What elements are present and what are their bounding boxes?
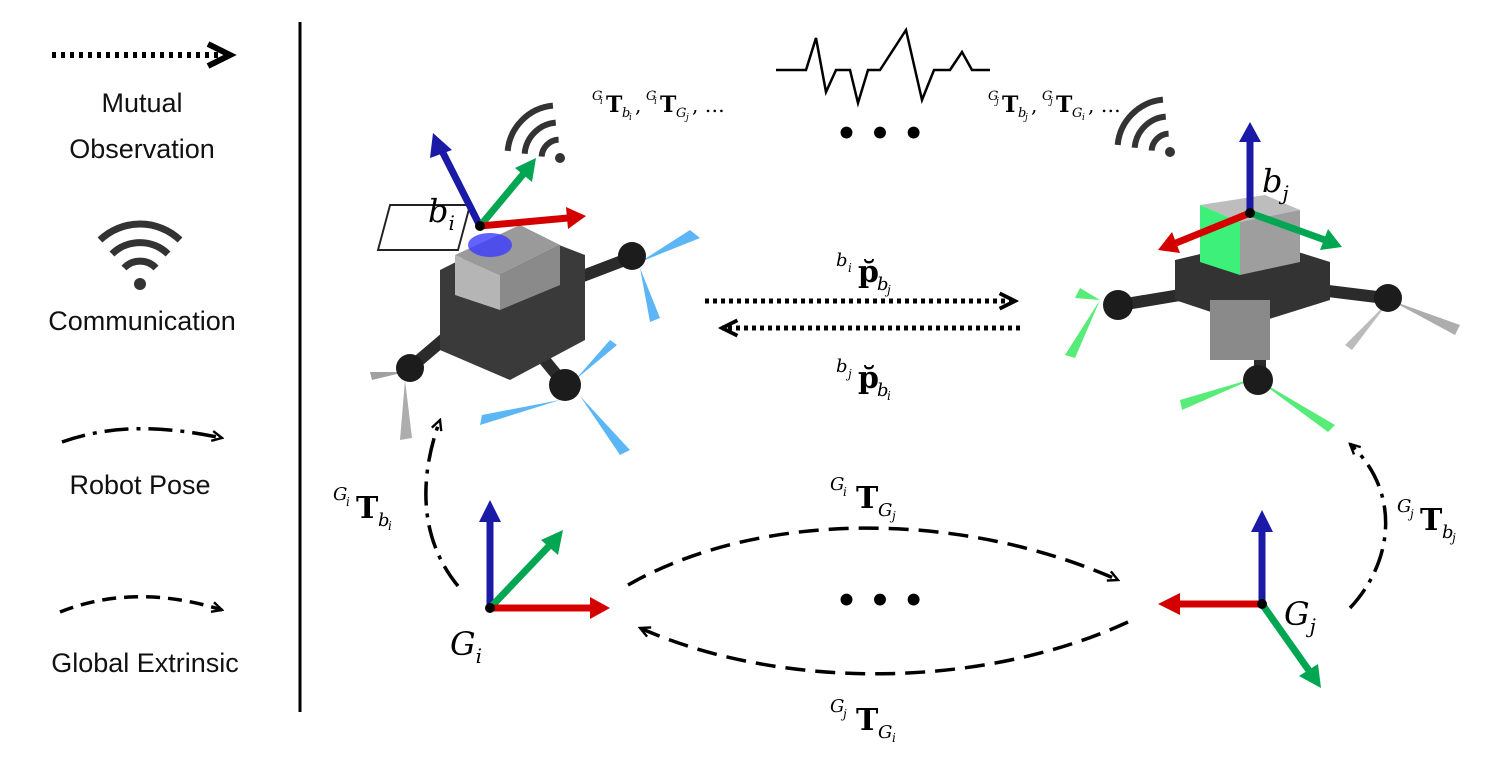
svg-text:T: T	[1056, 92, 1073, 118]
svg-text:j: j	[884, 283, 891, 297]
svg-text:j: j	[845, 367, 852, 381]
svg-text:, …: , …	[692, 93, 725, 117]
wifi-icon-robot-j	[1114, 96, 1175, 157]
svg-text:j: j	[1048, 97, 1053, 107]
svg-text:b: b	[836, 356, 848, 377]
svg-text:T: T	[660, 92, 677, 118]
extrinsic-formula-ji: G j T G i	[830, 696, 896, 745]
svg-text:i: i	[346, 495, 350, 509]
svg-text:, …: , …	[1088, 93, 1121, 117]
svg-text:T: T	[856, 703, 879, 738]
svg-text:b: b	[1018, 106, 1026, 121]
svg-text:b: b	[622, 106, 630, 121]
svg-text:b: b	[836, 250, 848, 271]
frame-b-j: bj	[1158, 122, 1342, 253]
obs-formula-ji: b j p̆ b i	[836, 356, 891, 403]
drone-i	[370, 204, 700, 455]
comm-formula-j: G j T b j , G j T G i , …	[988, 89, 1121, 123]
svg-text:G: G	[676, 106, 686, 121]
pose-formula-i: G i T b i	[333, 484, 392, 533]
legend-label-robot-pose: Robot Pose	[69, 470, 210, 500]
svg-text:G: G	[1042, 89, 1052, 104]
svg-text:i: i	[848, 261, 852, 275]
svg-text:b: b	[877, 380, 889, 401]
svg-text:T: T	[356, 491, 379, 526]
frame-g-i: Gi	[450, 500, 610, 668]
legend: Mutual Observation Communication Robot P…	[48, 41, 239, 678]
svg-text:j: j	[889, 509, 896, 523]
pose-arrow-j	[1350, 444, 1388, 610]
ellipsis-bottom: • • •	[836, 581, 925, 621]
svg-text:G: G	[592, 89, 602, 104]
frame-label-b-j: bj	[1262, 162, 1289, 205]
wifi-icon-robot-i	[504, 102, 565, 163]
extrinsic-formula-ij: G i T G j	[830, 474, 896, 523]
frame-label-b-i: bi	[428, 192, 455, 235]
frame-label-g-i: Gi	[450, 625, 482, 668]
frame-b-i: bi	[428, 133, 586, 235]
svg-text:G: G	[646, 89, 656, 104]
svg-text:p̆: p̆	[858, 255, 879, 290]
legend-label-global-extrinsic: Global Extrinsic	[51, 648, 239, 678]
extrinsic-arrow-i-to-j	[627, 526, 1118, 587]
svg-text:i: i	[600, 97, 603, 107]
obs-formula-ij: b i p̆ b j	[836, 250, 891, 297]
svg-text:i: i	[892, 731, 896, 745]
svg-text:T: T	[606, 92, 623, 118]
svg-text:G: G	[878, 722, 892, 743]
svg-text:,: ,	[1031, 93, 1037, 117]
svg-text:T: T	[1002, 92, 1019, 118]
svg-text:j: j	[1407, 507, 1414, 521]
svg-text:,: ,	[635, 93, 641, 117]
svg-text:G: G	[333, 484, 347, 505]
legend-label-communication: Communication	[48, 306, 236, 336]
frame-label-g-j: Gj	[1284, 595, 1316, 638]
pose-formula-j: G j T b j	[1397, 496, 1456, 545]
svg-text:j: j	[684, 113, 689, 123]
signal-waveform-icon	[776, 26, 990, 108]
arrowhead-icon	[206, 41, 237, 69]
svg-text:i: i	[388, 519, 392, 533]
svg-text:p̆: p̆	[858, 361, 879, 396]
svg-text:G: G	[830, 474, 844, 495]
dash-dot-arrow-symbol	[61, 426, 222, 444]
svg-text:T: T	[1420, 503, 1443, 538]
drone-j	[1065, 195, 1460, 432]
svg-text:G: G	[878, 500, 892, 521]
svg-text:G: G	[1072, 106, 1082, 121]
extrinsic-arrow-j-to-i	[640, 620, 1129, 676]
svg-text:b: b	[877, 274, 889, 295]
svg-text:j: j	[840, 707, 847, 721]
svg-text:i: i	[843, 485, 847, 499]
svg-text:i: i	[1082, 113, 1085, 123]
frame-g-j: Gj	[1158, 510, 1321, 688]
svg-text:i: i	[629, 113, 632, 123]
svg-text:G: G	[988, 89, 998, 104]
ellipsis-top: • • •	[836, 114, 925, 154]
robot-pose-legend: Robot Pose	[61, 426, 222, 500]
mutual-observation-legend: Mutual Observation	[52, 41, 237, 164]
svg-text:G: G	[1397, 496, 1411, 517]
wifi-icon	[97, 220, 183, 290]
svg-text:j: j	[1449, 531, 1456, 545]
legend-label-mutual-observation-1: Mutual	[101, 88, 182, 118]
pose-arrow-i	[424, 420, 460, 588]
dashed-arrow-symbol	[59, 595, 222, 614]
svg-text:i: i	[654, 97, 657, 107]
svg-text:G: G	[830, 696, 844, 717]
legend-label-mutual-observation-2: Observation	[69, 134, 215, 164]
svg-text:T: T	[856, 481, 879, 516]
svg-text:b: b	[378, 510, 390, 531]
communication-legend: Communication	[48, 220, 236, 336]
svg-text:j: j	[994, 97, 999, 107]
svg-text:i: i	[887, 389, 891, 403]
global-extrinsic-legend: Global Extrinsic	[51, 595, 239, 678]
comm-formula-i: G i T b i , G i T G j , …	[592, 89, 725, 123]
svg-text:b: b	[1442, 522, 1454, 543]
svg-text:j: j	[1023, 113, 1028, 123]
